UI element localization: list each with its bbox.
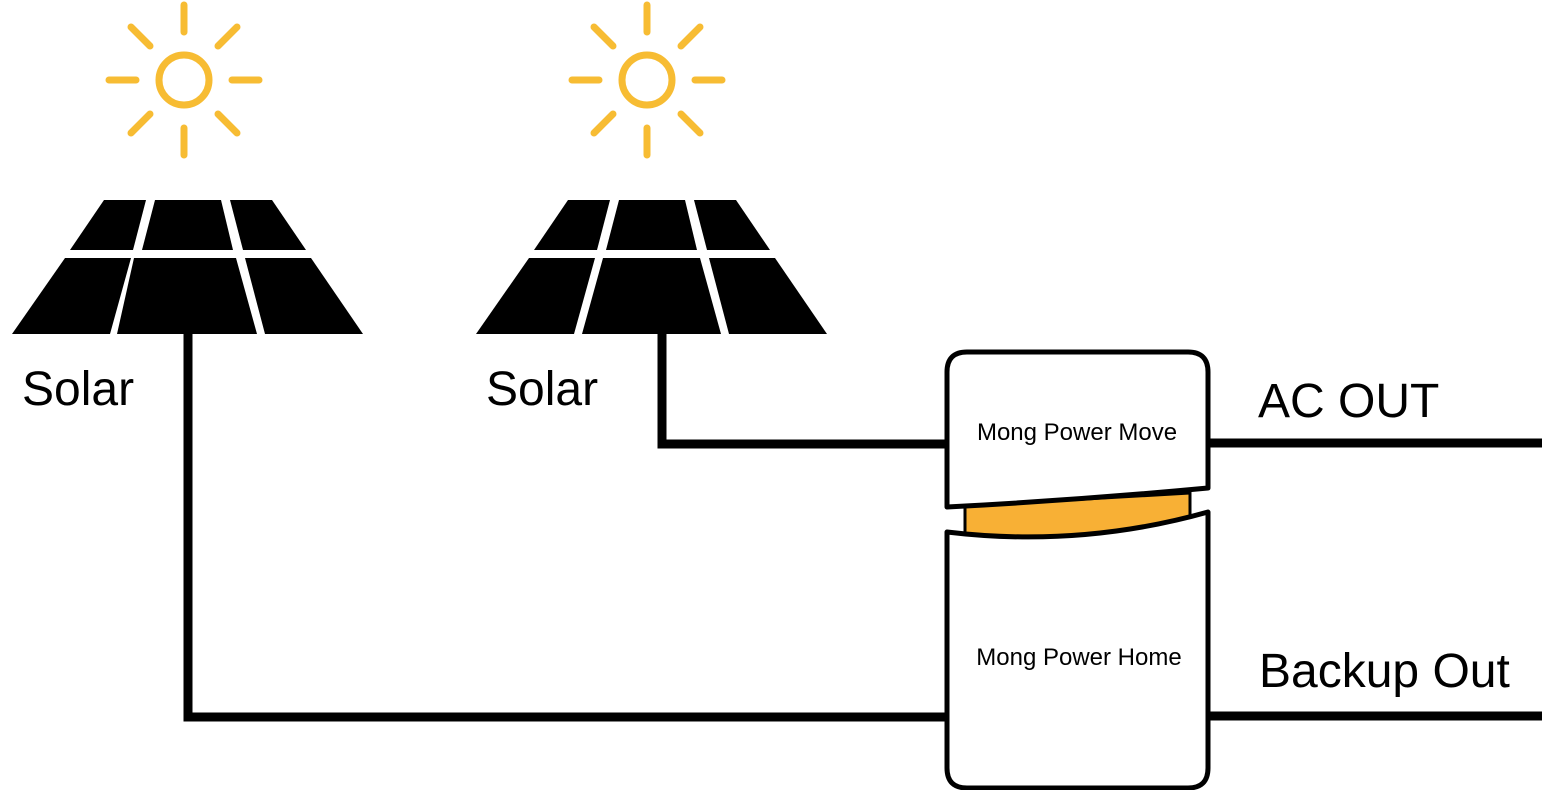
device-home-label: Mong Power Home [976,644,1181,671]
device-move-label: Mong Power Move [977,419,1177,446]
solar-panel-icon-left [12,200,363,334]
solar-label-left: Solar [22,363,134,416]
solar-panel-icon-middle [476,200,827,334]
wire-middle-solar-to-move [657,334,948,449]
wires [183,334,1542,722]
solar-label-middle: Solar [486,363,598,416]
ac-out-label: AC OUT [1258,375,1439,428]
device-home-box [944,509,1211,790]
sun-icon-left [105,1,263,159]
backup-out-label: Backup Out [1259,645,1510,698]
device-move-box [944,349,1211,510]
sun-icon-middle [568,1,726,159]
wire-left-solar-to-home [183,334,948,722]
